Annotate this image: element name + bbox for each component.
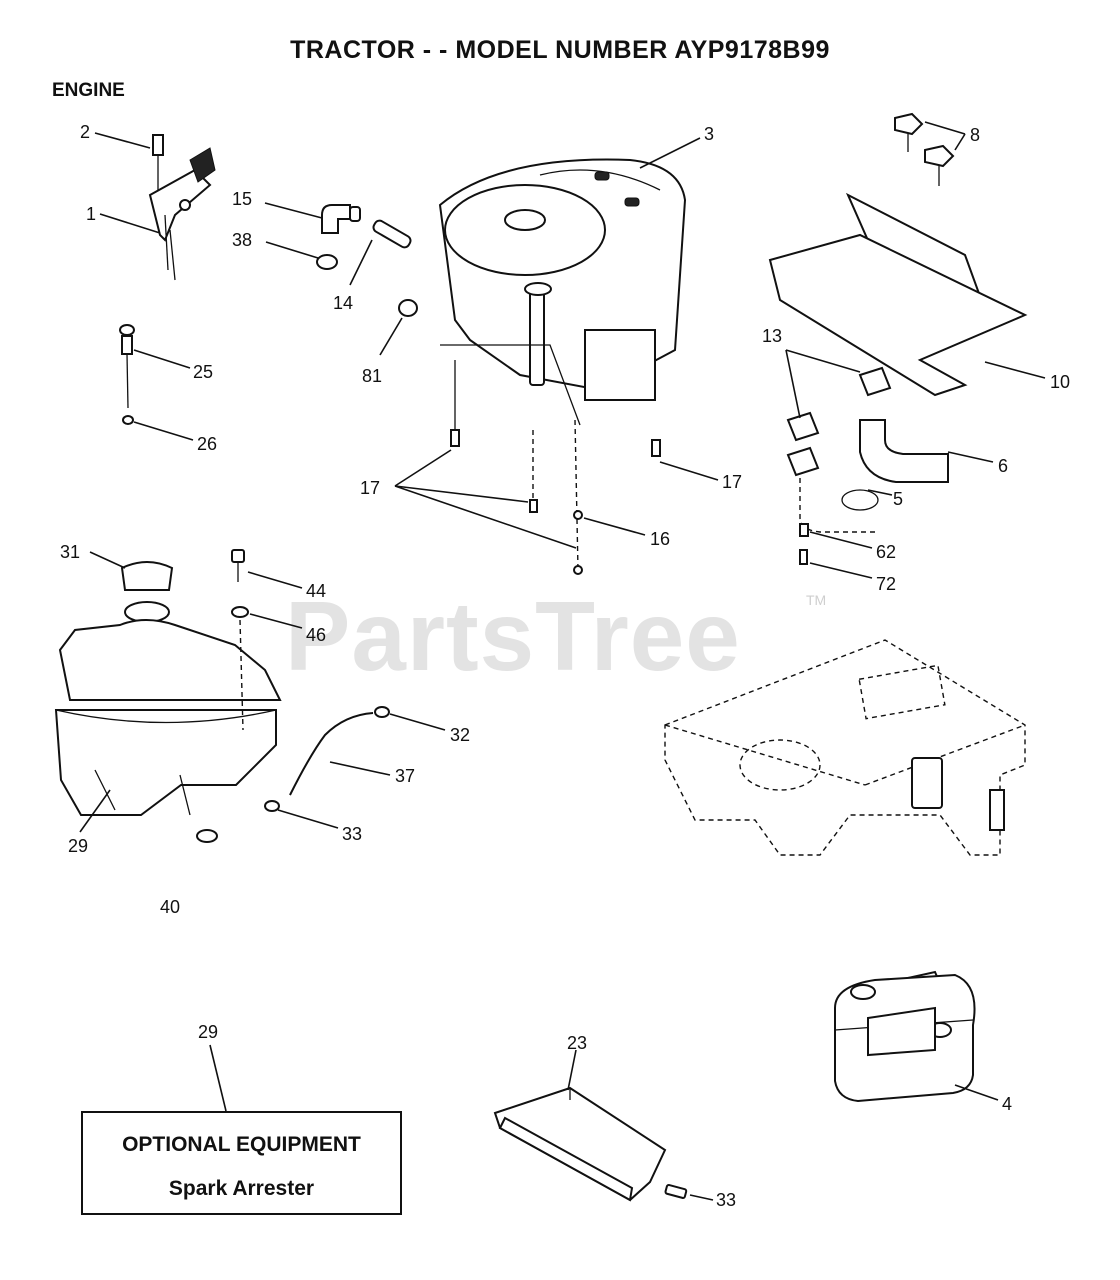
spark-arrester-label: Spark Arrester	[168, 1177, 315, 1200]
callout-25: 25	[193, 362, 213, 382]
callout-23: 23	[567, 1033, 587, 1053]
callout-62: 62	[876, 542, 896, 562]
fuel-fittings	[316, 204, 418, 317]
engine-bolts	[450, 429, 661, 575]
watermark: PartsTree	[285, 581, 741, 691]
callout-1: 1	[86, 204, 96, 224]
page-title: TRACTOR - - MODEL NUMBER AYP9178B99	[290, 36, 830, 64]
engine-part	[438, 158, 687, 571]
callout-5: 5	[893, 489, 903, 509]
trademark-mark: TM	[806, 592, 827, 608]
tank-hardware	[196, 549, 249, 843]
muffler-part	[834, 970, 976, 1103]
spark-arrester-part	[493, 1086, 688, 1202]
callout-31: 29	[68, 836, 88, 856]
screws-part	[894, 112, 955, 186]
callout-16: 16	[650, 529, 670, 549]
callout-33b: 33	[342, 824, 362, 844]
callout-17a: 17	[360, 478, 380, 498]
callout-35: 33	[716, 1190, 736, 1210]
callout-38: 38	[232, 230, 252, 250]
fuel-line-part	[264, 706, 390, 812]
callout-2: 2	[80, 122, 90, 142]
callout-8: 8	[970, 125, 980, 145]
callout-32: 31	[60, 542, 80, 562]
throttle-control-part	[148, 134, 216, 281]
callout-40: 40	[160, 897, 180, 917]
callout-13: 13	[762, 326, 782, 346]
frame-reference	[664, 639, 1026, 856]
fuel-tank-part	[54, 561, 282, 816]
dipstick-part	[119, 324, 135, 425]
callout-44: 44	[306, 581, 326, 601]
callout-29: 29	[198, 1022, 218, 1042]
callout-33a: 32	[450, 725, 470, 745]
optional-equipment-box: OPTIONAL EQUIPMENT Spark Arrester	[81, 1111, 402, 1215]
callout-14: 14	[333, 293, 353, 313]
callout-4: 4	[1002, 1094, 1012, 1114]
callout-72: 72	[876, 574, 896, 594]
heat-shield-part	[768, 192, 1028, 397]
callout-81: 81	[362, 366, 382, 386]
section-heading: ENGINE	[52, 80, 125, 101]
callout-37: 37	[395, 766, 415, 786]
callout-17b: 17	[722, 472, 742, 492]
optional-equipment-heading: OPTIONAL EQUIPMENT	[122, 1133, 361, 1156]
callout-46: 46	[306, 625, 326, 645]
callout-26: 26	[197, 434, 217, 454]
callout-15: 15	[232, 189, 252, 209]
callout-3: 3	[704, 124, 714, 144]
exhaust-pipe-parts	[786, 366, 949, 565]
callout-6: 6	[998, 456, 1008, 476]
callout-10: 10	[1050, 372, 1070, 392]
